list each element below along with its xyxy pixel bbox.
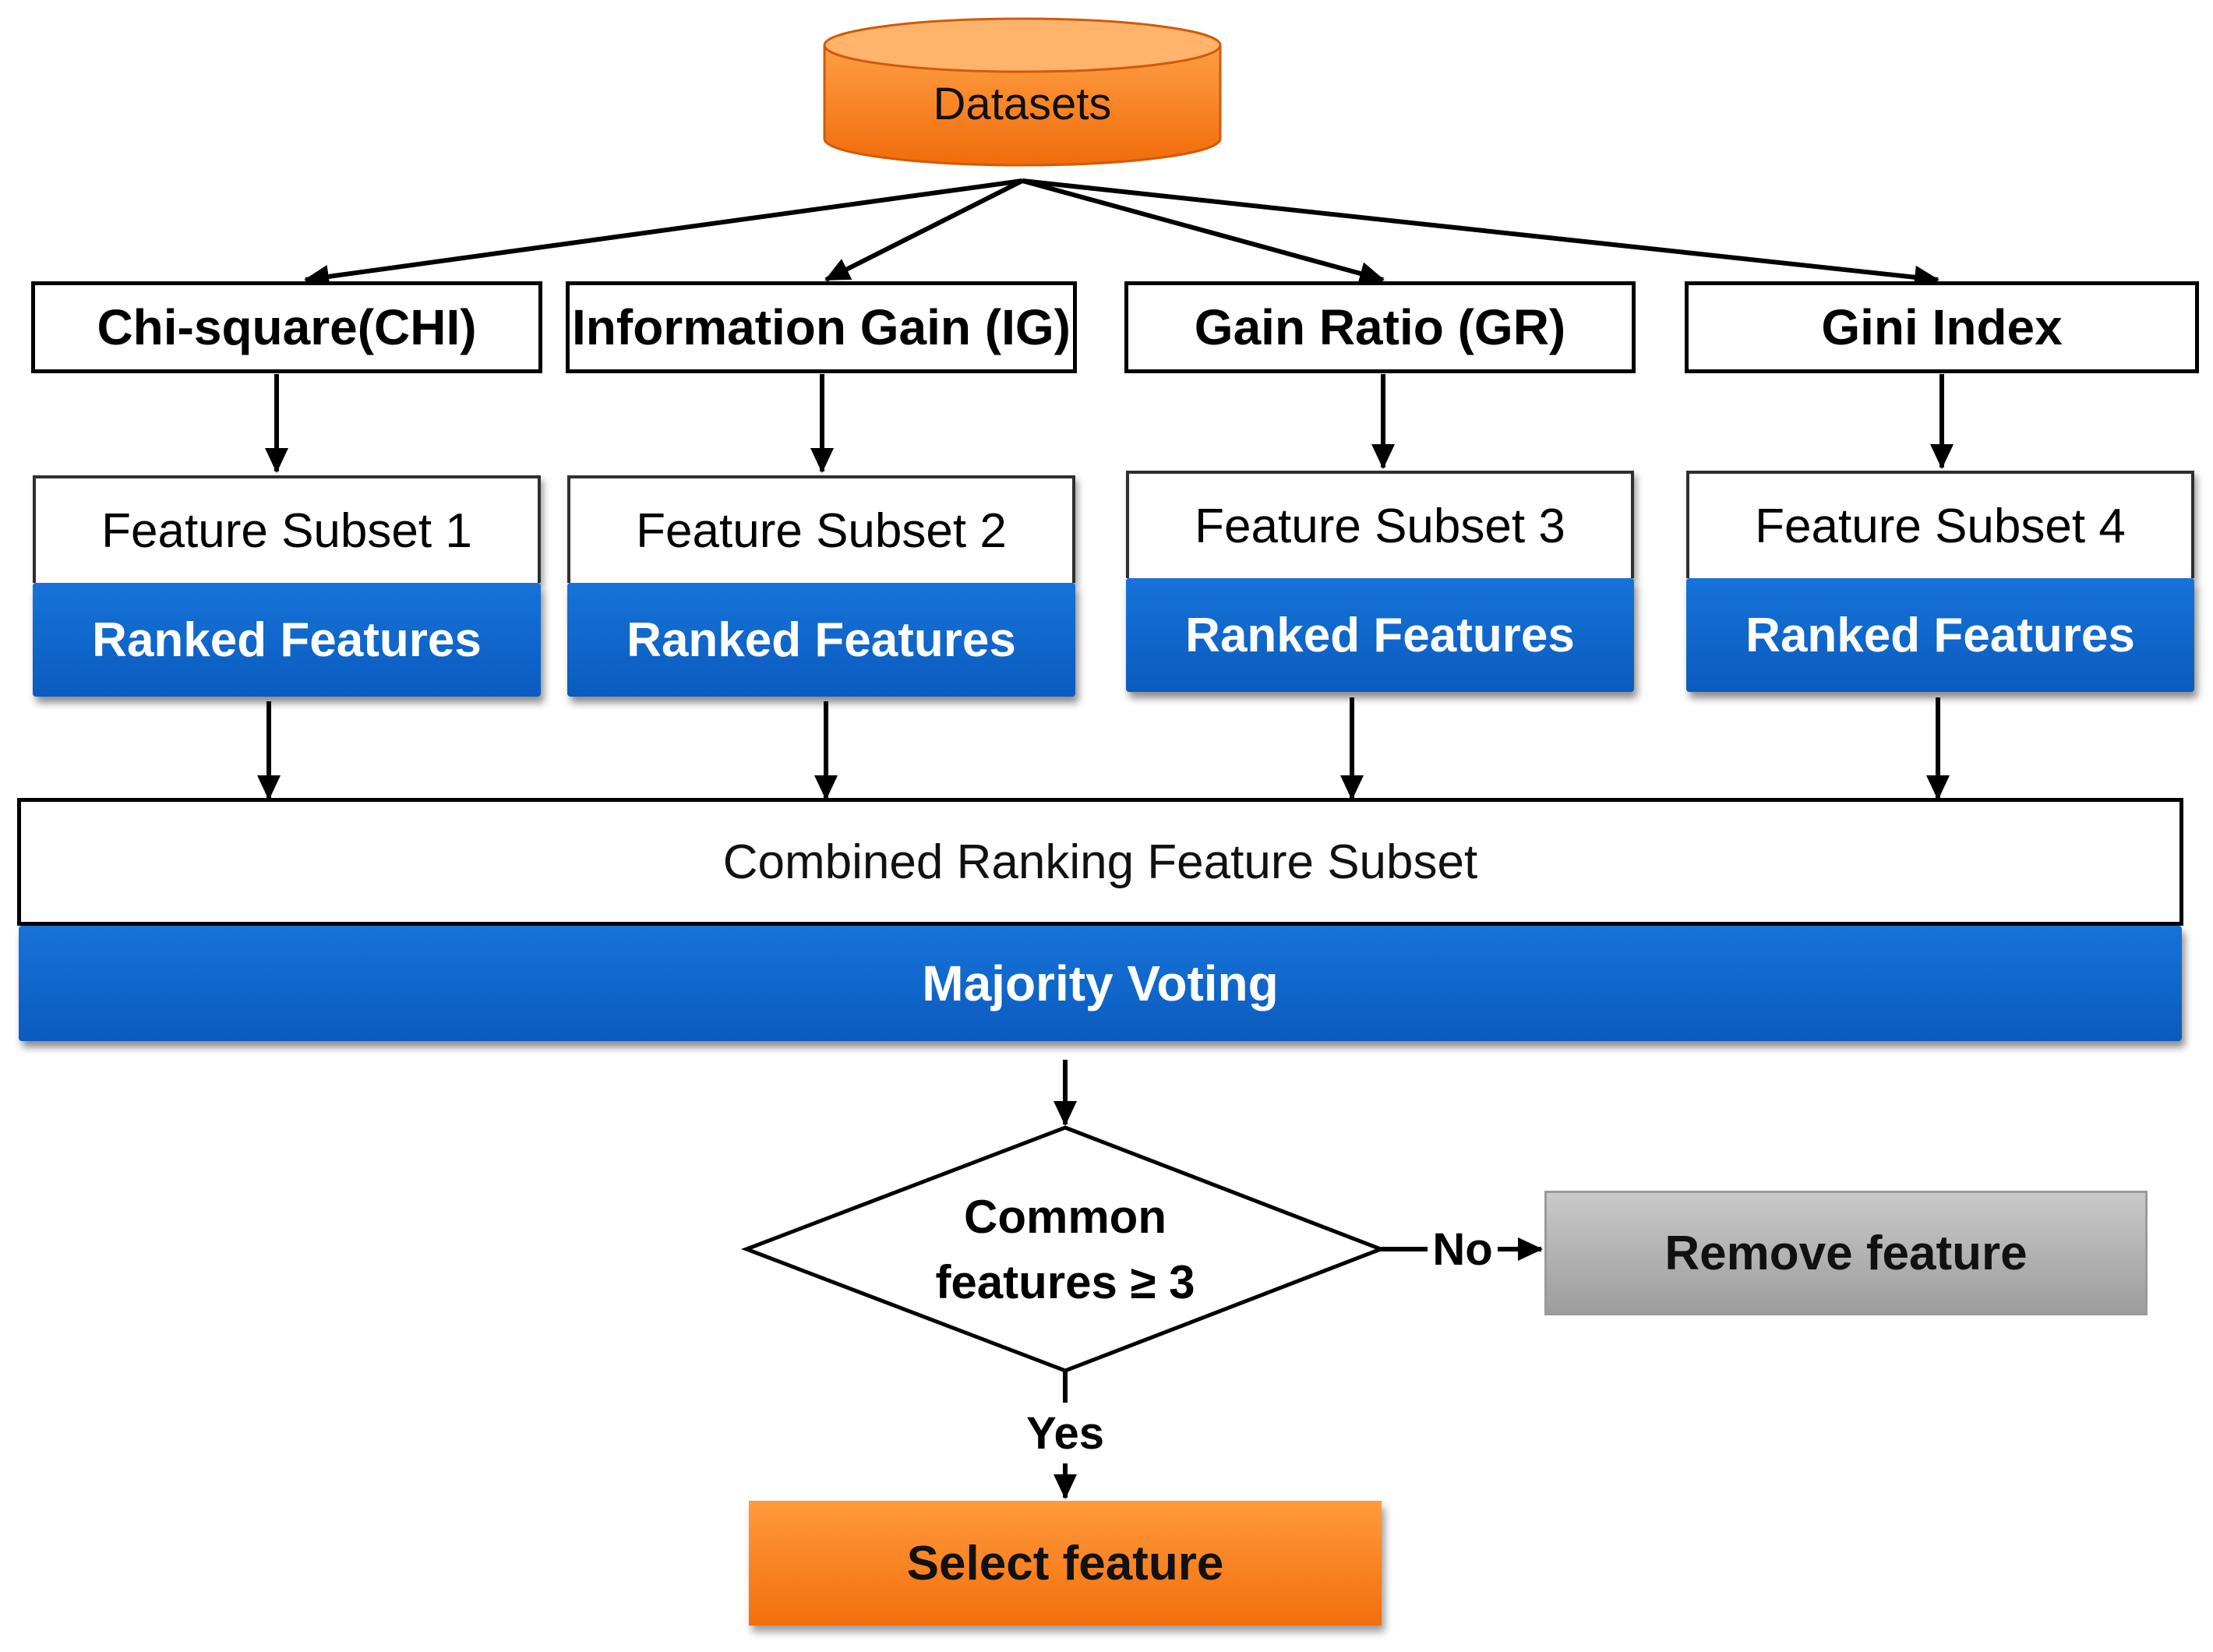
arrow-to-gini xyxy=(1022,178,1939,289)
method-box-ig: Information Gain (IG) xyxy=(566,281,1077,373)
feature-subset-1: Feature Subset 1 xyxy=(33,475,541,583)
yes-label: Yes xyxy=(1026,1408,1104,1459)
ranked-features-4: Ranked Features xyxy=(1686,578,2194,692)
decision-label: Common features ≥ 3 xyxy=(831,1184,1299,1315)
arrow-to-ig xyxy=(824,178,1024,282)
select-feature-box: Select feature xyxy=(749,1501,1382,1626)
ranked-features-1: Ranked Features xyxy=(33,583,541,697)
datasets-cylinder-shape xyxy=(823,17,1222,167)
fanout-arrows xyxy=(304,178,1939,289)
arrow-to-gr xyxy=(1022,178,1385,285)
ranked-to-combined-arrows xyxy=(257,697,1950,800)
feature-subset-3: Feature Subset 3 xyxy=(1126,471,1634,578)
method-box-gr: Gain Ratio (GR) xyxy=(1124,281,1636,373)
remove-feature-box: Remove feature xyxy=(1544,1191,2148,1315)
combined-ranking-box: Combined Ranking Feature Subset xyxy=(17,798,2183,926)
method-to-subset-arrows xyxy=(265,374,1954,473)
ranked-features-2: Ranked Features xyxy=(567,583,1075,697)
method-box-gini: Gini Index xyxy=(1685,281,2199,373)
feature-subset-2: Feature Subset 2 xyxy=(567,475,1075,583)
method-box-chi: Chi-square(CHI) xyxy=(31,281,542,373)
decision-line-1: Common xyxy=(964,1191,1167,1243)
majority-voting-bar: Majority Voting xyxy=(19,926,2182,1041)
no-label: No xyxy=(1432,1224,1493,1275)
feature-subset-4: Feature Subset 4 xyxy=(1686,471,2194,578)
ranked-features-3: Ranked Features xyxy=(1126,578,1634,692)
decision-line-2: features ≥ 3 xyxy=(935,1256,1195,1308)
datasets-label: Datasets xyxy=(933,79,1112,129)
arrow-to-chi xyxy=(304,178,1023,288)
